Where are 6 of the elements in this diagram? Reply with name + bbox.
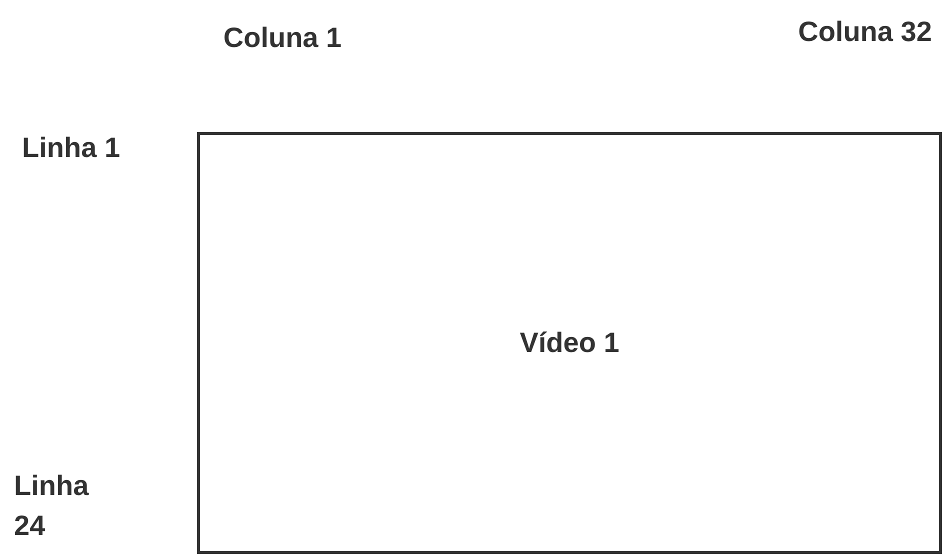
screen-title: Vídeo 1 bbox=[520, 327, 620, 359]
row-label: Linha 24 bbox=[14, 469, 90, 543]
column-label: Coluna 1 bbox=[222, 21, 343, 55]
column-label: Coluna 32 bbox=[797, 15, 933, 49]
row-label: Linha 1 bbox=[22, 131, 122, 165]
screen-frame bbox=[197, 132, 942, 554]
